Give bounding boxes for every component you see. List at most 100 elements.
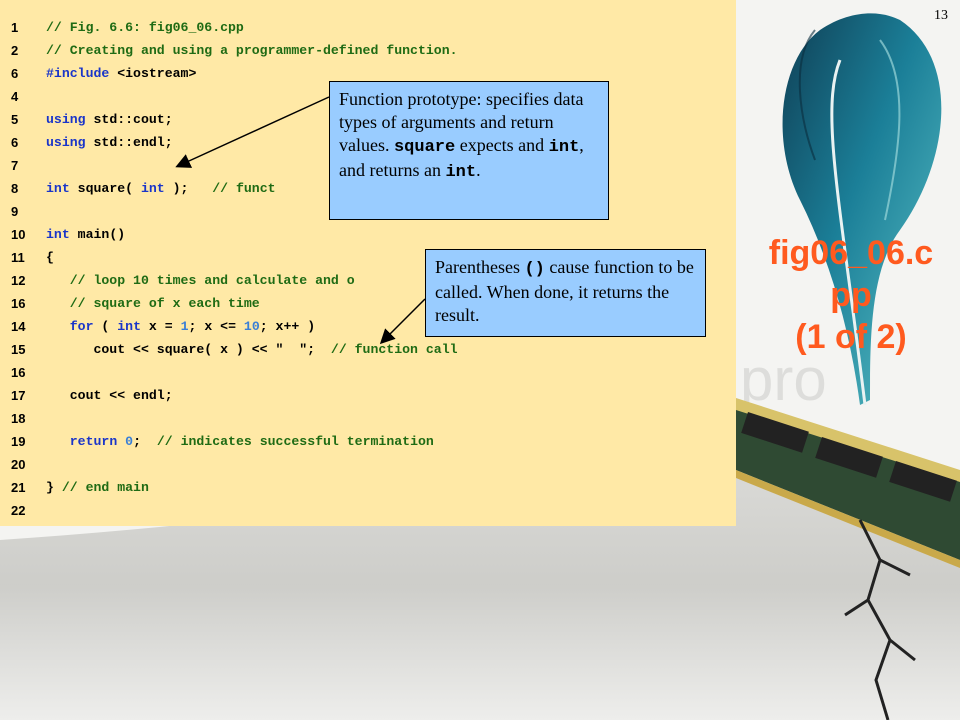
line-number: 19 [11, 434, 26, 449]
code-token: x = [141, 319, 181, 334]
code-line: 16 // square of x each time [0, 292, 736, 315]
code-line: 6 using std::endl; [0, 131, 736, 154]
code-text: for ( int x = 1; x <= 10; x++ ) [46, 315, 315, 338]
code-token: ( [93, 319, 118, 334]
code-line: 15 cout << square( x ) << " "; // functi… [0, 338, 736, 361]
code-text: using std::cout; [46, 108, 173, 131]
code-token: // Creating and using a programmer-defin… [46, 43, 458, 58]
code-text: } // end main [46, 476, 149, 499]
code-token: square( [69, 181, 141, 196]
svg-text:pro: pro [740, 346, 827, 413]
line-number: 20 [11, 457, 26, 472]
code-token: for [69, 319, 94, 334]
code-token: { [46, 250, 54, 265]
code-token: // square of x each time [46, 296, 260, 311]
parentheses-callout: Parentheses () cause function to be call… [425, 249, 706, 337]
file-title-line: (1 of 2) [795, 318, 907, 356]
code-line: 14 for ( int x = 1; x <= 10; x++ ) [0, 315, 736, 338]
code-line: 4 [0, 85, 736, 108]
line-number: 21 [11, 480, 26, 495]
code-line: 9 [0, 200, 736, 223]
line-number: 17 [11, 388, 26, 403]
code-text: { [46, 246, 54, 269]
callout-text: cause function to be called. When done, … [435, 257, 694, 325]
code-line: 8 int square( int ); // funct [0, 177, 736, 200]
code-line: 22 [0, 499, 736, 522]
code-token: int [46, 181, 70, 196]
line-number: 6 [11, 135, 19, 150]
code-text: int square( int ); // funct [46, 177, 276, 200]
line-number: 4 [11, 89, 19, 104]
code-token: // loop 10 times and calculate and o [46, 273, 355, 288]
code-token: } [46, 480, 62, 495]
line-number: 16 [11, 296, 26, 311]
line-number: 10 [11, 227, 26, 242]
code-token: int [46, 227, 70, 242]
code-token: return [69, 434, 118, 449]
line-number: 11 [11, 250, 25, 265]
code-text: cout << endl; [46, 384, 173, 407]
callout-text: . [476, 160, 481, 180]
slide-number: 13 [934, 8, 948, 23]
code-line: 1 // Fig. 6.6: fig06_06.cpp [0, 16, 736, 39]
code-line: 18 [0, 407, 736, 430]
line-number: 1 [11, 20, 19, 35]
code-line: 7 [0, 154, 736, 177]
code-text: #include <iostream> [46, 62, 196, 85]
code-text: // square of x each time [46, 292, 260, 315]
code-text: cout << square( x ) << " "; // function … [46, 338, 458, 361]
callout-code: int [548, 138, 580, 157]
code-token: #include [46, 66, 118, 81]
code-line: 2 // Creating and using a programmer-defi… [0, 39, 736, 62]
code-token: ; [133, 434, 157, 449]
callout-code: () [524, 260, 545, 279]
line-number: 9 [11, 204, 19, 219]
feather-icon [782, 13, 942, 406]
callout-code: square [393, 138, 456, 157]
code-token: cout << square( x ) << " "; [46, 342, 331, 357]
prototype-callout: Function prototype: specifies data types… [329, 81, 609, 220]
code-token: ); [164, 181, 213, 196]
code-token: cout << endl; [46, 388, 173, 403]
code-line: 10 int main() [0, 223, 736, 246]
code-token: // function call [330, 342, 458, 357]
code-token: 10 [243, 319, 260, 334]
line-number: 22 [11, 503, 26, 518]
callout-text: Function prototype: specifies data types… [339, 89, 584, 155]
line-number: 15 [11, 342, 26, 357]
line-number: 18 [11, 411, 26, 426]
code-text: // loop 10 times and calculate and o [46, 269, 355, 292]
memory-module-icon [736, 398, 960, 568]
code-text: // Creating and using a programmer-defin… [46, 39, 458, 62]
line-number: 2 [11, 43, 19, 58]
line-number: 12 [11, 273, 26, 288]
code-token: using [46, 135, 86, 150]
code-line: 20 [0, 453, 736, 476]
code-line: 12 // loop 10 times and calculate and o [0, 269, 736, 292]
file-title-line: pp [830, 276, 872, 314]
callout-text: , and returns an [339, 135, 584, 180]
code-token: <iostream> [117, 66, 197, 81]
code-token: main() [69, 227, 126, 242]
code-token [117, 434, 125, 449]
code-token: 1 [180, 319, 189, 334]
code-text: // Fig. 6.6: fig06_06.cpp [46, 16, 244, 39]
code-line: 17 cout << endl; [0, 384, 736, 407]
code-line: 21 } // end main [0, 476, 736, 499]
code-token: std::endl; [85, 135, 173, 150]
code-line: 11 { [0, 246, 736, 269]
code-token: int [117, 319, 141, 334]
crack-icon [844, 519, 916, 720]
file-title: fig06_06.c pp (1 of 2) [742, 232, 960, 358]
code-line: 19 return 0; // indicates successful ter… [0, 430, 736, 453]
code-token: int [140, 181, 165, 196]
file-title-line: fig06_06.c [768, 234, 934, 272]
code-text: return 0; // indicates successful termin… [46, 430, 434, 453]
code-token: ; x <= [188, 319, 244, 334]
code-token: // indicates successful termination [156, 434, 434, 449]
line-number: 7 [11, 158, 19, 173]
callout-text: Parentheses [435, 257, 525, 277]
line-number: 8 [11, 181, 19, 196]
code-token: std::cout; [85, 112, 173, 127]
